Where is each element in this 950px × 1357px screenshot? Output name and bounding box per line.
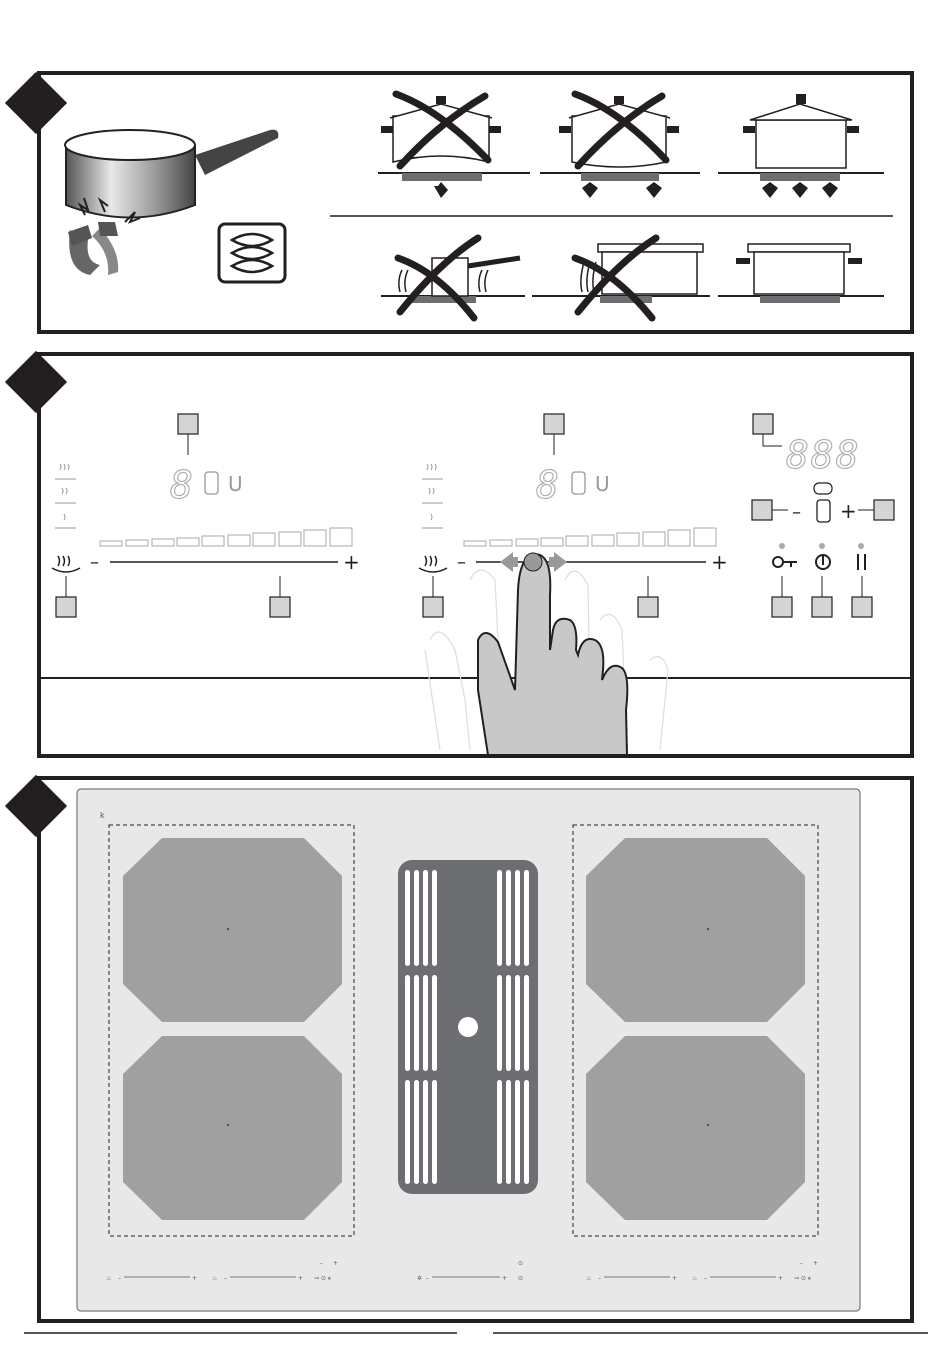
- svg-text:♨: ♨: [586, 1275, 591, 1282]
- svg-text:–: –: [598, 1275, 601, 1282]
- callout-key[interactable]: [56, 597, 76, 617]
- pan-wrong-small: [381, 238, 525, 318]
- svg-text:+: +: [813, 1260, 818, 1267]
- step-marker-1: [5, 72, 67, 134]
- timer-plus[interactable]: +: [840, 499, 857, 523]
- svg-text:–: –: [800, 1260, 803, 1267]
- svg-text:♨: ♨: [692, 1275, 697, 1282]
- svg-text:+: +: [672, 1275, 677, 1282]
- booster-icon: [205, 472, 218, 494]
- pause-icon[interactable]: [858, 554, 865, 570]
- svg-text:–: –: [704, 1275, 707, 1282]
- timer-icon: [817, 500, 830, 522]
- svg-text:⊙: ⊙: [518, 1260, 523, 1267]
- heat-icon: [425, 556, 437, 566]
- extractor-vent: [398, 860, 538, 1194]
- plus-sign: +: [711, 550, 728, 574]
- minus-sign: –: [90, 552, 99, 573]
- callout-key[interactable]: [638, 597, 658, 617]
- svg-text:✲: ✲: [417, 1275, 422, 1282]
- vent-center-knob[interactable]: [458, 1017, 478, 1037]
- pan-wrong-convex: [540, 94, 700, 198]
- cooking-zone-rear-left[interactable]: [123, 1036, 342, 1220]
- callout-key[interactable]: [874, 500, 894, 520]
- timer-minus[interactable]: –: [792, 502, 801, 523]
- pan-wrong-large: [532, 238, 710, 318]
- step-marker-3: [5, 775, 67, 837]
- callout-key[interactable]: [544, 414, 564, 434]
- power-icon[interactable]: [816, 555, 830, 569]
- zone-display-digit: 8: [536, 463, 559, 507]
- svg-text:⊸ ⊙ ⏸: ⊸ ⊙ ⏸: [794, 1275, 811, 1282]
- svg-text:–: –: [118, 1275, 121, 1282]
- zone-display-suffix: U: [228, 472, 243, 496]
- corner-mark: k: [100, 811, 105, 820]
- minus-sign: –: [457, 552, 466, 573]
- cooking-zone-front-left[interactable]: [123, 838, 342, 1022]
- svg-text:♨: ♨: [106, 1275, 111, 1282]
- pan-correct-size: [718, 244, 884, 303]
- svg-text:–: –: [320, 1260, 323, 1267]
- zone-control-left: 8 U – +: [52, 414, 360, 617]
- svg-text:⊙: ⊙: [518, 1275, 523, 1282]
- plus-sign: +: [343, 550, 360, 574]
- heat-icon: [58, 556, 70, 566]
- power-level-bars: [464, 528, 716, 546]
- callout-key[interactable]: [852, 597, 872, 617]
- panel-hob: k ♨–+ ♨–+: [5, 775, 912, 1321]
- panel-control: 8 U – + 8 U: [5, 351, 912, 756]
- timer-indicator: [814, 483, 832, 494]
- svg-text:–: –: [426, 1275, 429, 1282]
- callout-key[interactable]: [178, 414, 198, 434]
- svg-text:+: +: [192, 1275, 197, 1282]
- callout-key[interactable]: [423, 597, 443, 617]
- hand-illustration: [425, 552, 668, 755]
- zone-display-digit: 8: [170, 463, 193, 507]
- zone-control-right: 8 U – +: [419, 414, 728, 617]
- svg-text:+: +: [298, 1275, 303, 1282]
- step-marker-2: [5, 351, 67, 413]
- pan-correct-flat: [718, 94, 884, 198]
- zone-display-suffix: U: [595, 472, 610, 496]
- callout-key[interactable]: [752, 500, 772, 520]
- key-lock-icon[interactable]: [773, 557, 797, 567]
- timer-control: 888 – +: [752, 414, 894, 617]
- panel-cookware: [5, 72, 912, 332]
- power-level-bars: [100, 528, 352, 546]
- timer-display: 888: [786, 433, 861, 477]
- callout-key[interactable]: [753, 414, 773, 434]
- svg-text:+: +: [333, 1260, 338, 1267]
- svg-text:♨: ♨: [212, 1275, 217, 1282]
- svg-text:+: +: [502, 1275, 507, 1282]
- svg-text:–: –: [224, 1275, 227, 1282]
- induction-coil-icon: [219, 224, 285, 282]
- pan-wrong-concave: [378, 94, 530, 198]
- cooking-zone-rear-right[interactable]: [586, 1036, 805, 1220]
- callout-key[interactable]: [270, 597, 290, 617]
- callout-key[interactable]: [772, 597, 792, 617]
- svg-text:⊸ ⊙ ⏸: ⊸ ⊙ ⏸: [314, 1275, 331, 1282]
- callout-key[interactable]: [812, 597, 832, 617]
- svg-text:+: +: [778, 1275, 783, 1282]
- booster-icon: [572, 472, 585, 494]
- cooking-zone-front-right[interactable]: [586, 838, 805, 1022]
